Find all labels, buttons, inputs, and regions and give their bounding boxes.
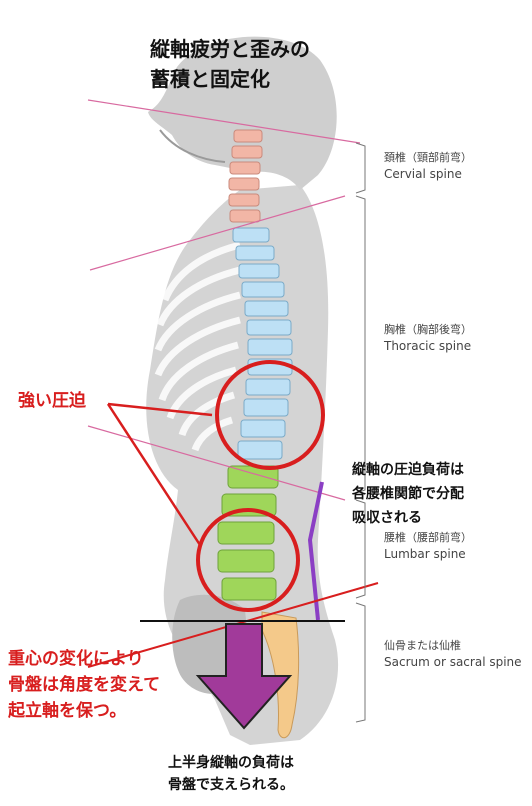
pressure-circle-lower bbox=[196, 508, 300, 612]
segment-en: Cervial spine bbox=[384, 167, 462, 181]
strong-pressure-label: 強い圧迫 bbox=[18, 391, 86, 411]
lumbar-load-line bbox=[307, 481, 324, 621]
title-line-1: 縦軸疲労と歪みの bbox=[150, 37, 310, 61]
note-line: 吸収される bbox=[352, 510, 422, 526]
load-arrow bbox=[195, 623, 293, 730]
segment-en: Sacrum or sacral spine bbox=[384, 655, 522, 669]
note-line: 各腰椎関節で分配 bbox=[352, 486, 464, 502]
rib-cage bbox=[154, 241, 241, 452]
segment-label-thoracic: 胸椎（胸部後弯） Thoracic spine bbox=[384, 322, 472, 354]
upper-body-load-note: 上半身縦軸の負荷は 骨盤で支えられる。 bbox=[168, 752, 294, 796]
segment-jp: 胸椎（胸部後弯） bbox=[384, 323, 472, 336]
head-shape bbox=[148, 36, 337, 190]
note-line: 重心の変化により bbox=[8, 649, 144, 669]
vertical-load-note: 縦軸の圧迫負荷は 各腰椎関節で分配 吸収される bbox=[352, 458, 464, 530]
note-line: 上半身縦軸の負荷は bbox=[168, 755, 294, 771]
cervical-spine bbox=[228, 129, 263, 223]
thoracic-spine bbox=[232, 227, 293, 460]
note-line: 起立軸を保つ。 bbox=[8, 701, 127, 721]
pressure-pointers bbox=[106, 402, 213, 546]
segment-brackets bbox=[355, 142, 366, 723]
segment-en: Lumbar spine bbox=[384, 547, 466, 561]
segment-label-sacrum: 仙骨または仙椎 Sacrum or sacral spine bbox=[384, 638, 522, 670]
title-line-2: 蓄積と固定化 bbox=[150, 67, 270, 91]
segment-jp: 頚椎（頸部前弯） bbox=[384, 151, 472, 164]
note-line: 骨盤は角度を変えて bbox=[8, 675, 161, 695]
segment-en: Thoracic spine bbox=[384, 339, 472, 353]
note-line: 骨盤で支えられる。 bbox=[168, 777, 294, 793]
segment-jp: 仙骨または仙椎 bbox=[384, 639, 461, 652]
pressure-circle-upper bbox=[215, 360, 325, 470]
diagram-title: 縦軸疲労と歪みの 蓄積と固定化 bbox=[150, 34, 310, 94]
jaw-outline bbox=[159, 129, 226, 163]
segment-label-lumbar: 腰椎（腰部前弯） Lumbar spine bbox=[384, 530, 472, 562]
sacrum-shape bbox=[261, 611, 300, 739]
segment-label-cervical: 頚椎（頸部前弯） Cervial spine bbox=[384, 150, 472, 182]
segment-jp: 腰椎（腰部前弯） bbox=[384, 531, 472, 544]
note-line: 縦軸の圧迫負荷は bbox=[352, 462, 464, 478]
pelvis-note: 重心の変化により 骨盤は角度を変えて 起立軸を保つ。 bbox=[8, 646, 160, 724]
